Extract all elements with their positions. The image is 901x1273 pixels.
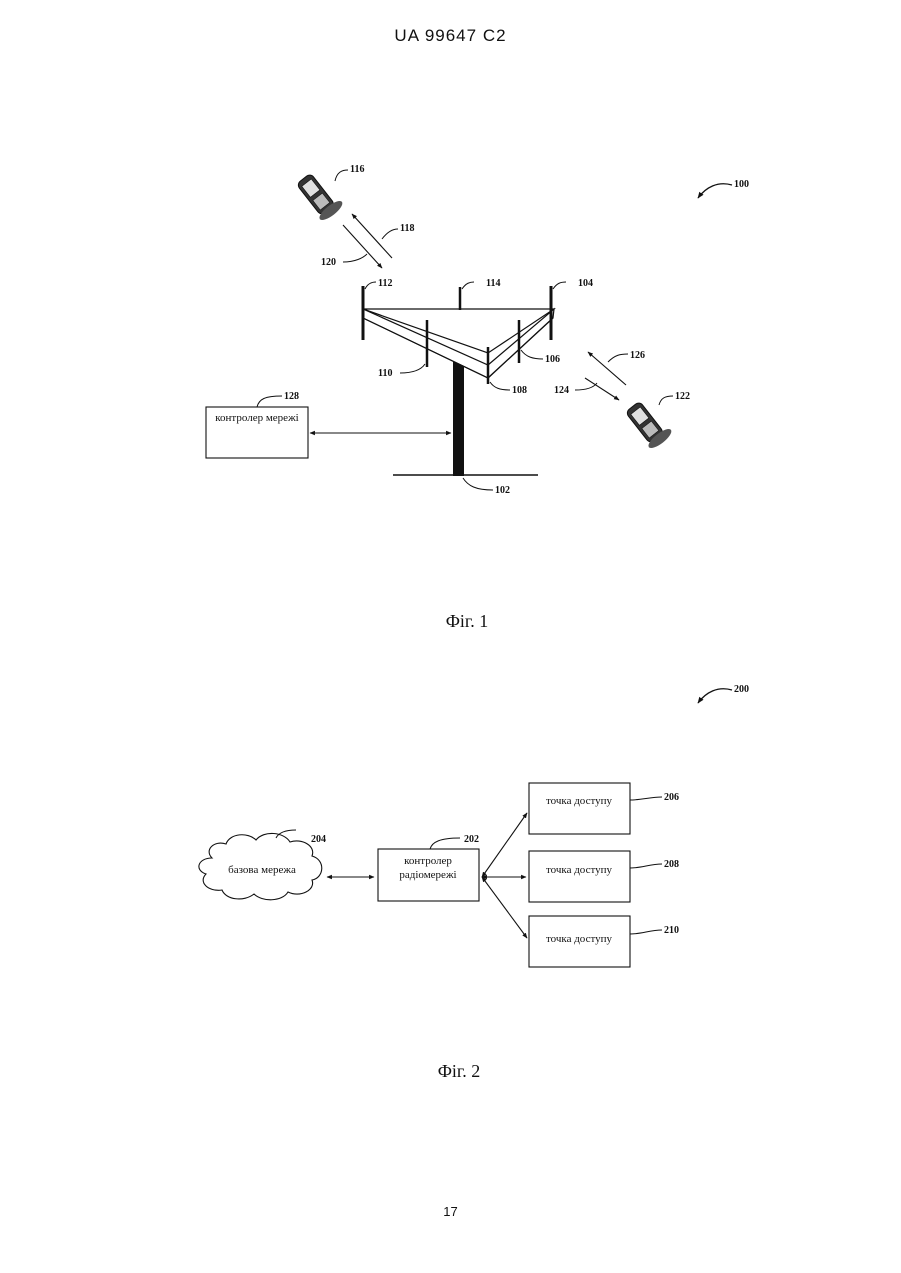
system-100-ref: 100 <box>698 179 749 198</box>
tower <box>453 362 464 476</box>
access-point-208: точка доступу 208 <box>529 851 679 902</box>
figure-1: 100 116 118 120 <box>206 164 749 631</box>
page-number: 17 <box>0 1204 901 1219</box>
svg-text:точка доступу: точка доступу <box>546 795 613 807</box>
network-controller-128: контролер мережі 128 <box>206 391 451 458</box>
system-200-ref: 200 <box>698 684 749 703</box>
figure-1-caption: Фіг. 1 <box>446 611 489 631</box>
svg-text:контролер мережі: контролер мережі <box>215 412 298 424</box>
radio-network-controller-202: контролер радіомережі 202 <box>378 834 479 901</box>
links-118-120: 118 120 <box>321 214 414 268</box>
svg-text:контролер: контролер <box>404 855 452 867</box>
svg-text:202: 202 <box>464 834 479 845</box>
svg-text:206: 206 <box>664 792 679 803</box>
access-terminal-116: 116 <box>294 164 364 223</box>
svg-text:118: 118 <box>400 223 414 234</box>
svg-text:базова мережа: базова мережа <box>228 864 296 876</box>
svg-text:210: 210 <box>664 925 679 936</box>
svg-text:106: 106 <box>545 354 560 365</box>
svg-text:100: 100 <box>734 179 749 190</box>
phone-icon <box>294 169 345 223</box>
access-point-210: точка доступу 210 <box>529 916 679 967</box>
access-point-206: точка доступу 206 <box>529 783 679 834</box>
svg-text:108: 108 <box>512 385 527 396</box>
svg-text:122: 122 <box>675 391 690 402</box>
svg-text:точка доступу: точка доступу <box>546 933 613 945</box>
svg-text:128: 128 <box>284 391 299 402</box>
svg-text:114: 114 <box>486 278 500 289</box>
svg-text:120: 120 <box>321 257 336 268</box>
svg-text:точка доступу: точка доступу <box>546 864 613 876</box>
svg-text:110: 110 <box>378 368 392 379</box>
figure-2: 200 базова мережа 204 контролер радіомер… <box>199 684 749 1081</box>
svg-text:112: 112 <box>378 278 392 289</box>
svg-text:204: 204 <box>311 834 326 845</box>
phone-icon <box>623 397 674 451</box>
core-network-204: базова мережа 204 <box>199 830 326 900</box>
figure-2-caption: Фіг. 2 <box>438 1061 481 1081</box>
links-rnc-access-points <box>482 813 527 938</box>
svg-text:радіомережі: радіомережі <box>399 869 456 881</box>
svg-text:104: 104 <box>578 278 593 289</box>
svg-text:124: 124 <box>554 385 569 396</box>
svg-text:200: 200 <box>734 684 749 695</box>
access-terminal-122: 122 <box>623 391 690 451</box>
svg-text:116: 116 <box>350 164 364 175</box>
svg-text:126: 126 <box>630 350 645 361</box>
svg-text:208: 208 <box>664 859 679 870</box>
svg-text:102: 102 <box>495 485 510 496</box>
links-124-126: 126 124 <box>554 350 645 400</box>
